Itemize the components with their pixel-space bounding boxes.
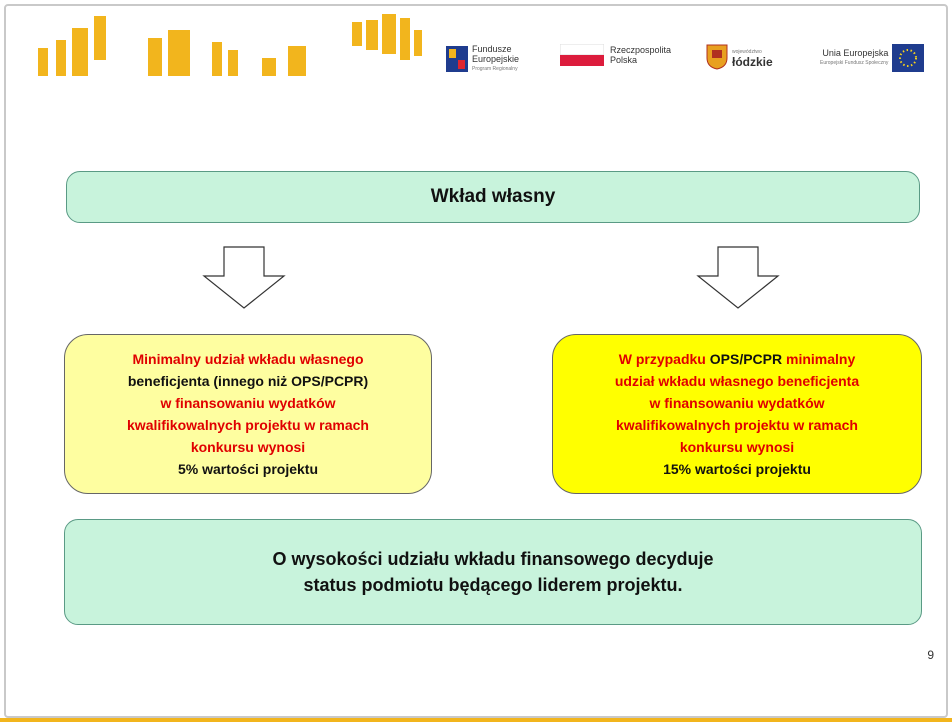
logo-lodzkie: województwo łódzkie [706, 44, 773, 70]
logo-line: Rzeczpospolita [610, 45, 672, 55]
text-line: w finansowaniu wydatków [649, 395, 825, 411]
fe-logo-icon [446, 46, 468, 72]
text-line: w finansowaniu wydatków [160, 395, 336, 411]
logo-sub: Europejski Fundusz Społeczny [820, 60, 889, 66]
text-line: konkursu wynosi [679, 439, 795, 455]
condition-box-ops-pcpr: W przypadku OPS/PCPR minimalny udział wk… [552, 334, 922, 494]
logo-line: Fundusze [472, 44, 512, 54]
down-arrow-icon [696, 246, 780, 309]
text-line: udział wkładu własnego beneficjenta [614, 373, 860, 389]
eu-flag-icon [892, 44, 925, 72]
logo-line: Polska [610, 55, 638, 65]
logo-line: łódzkie [732, 55, 773, 69]
text-line: Minimalny udział wkładu własnego [132, 351, 364, 367]
logo-sub: Program Regionalny [472, 66, 518, 72]
text-line: kwalifikowalnych projektu w ramach [127, 417, 369, 433]
slide-title: Wkład własny [430, 186, 556, 207]
text-segment: W przypadku [618, 351, 710, 367]
text-line: konkursu wynosi [190, 439, 306, 455]
text-line: 15% wartości projektu [663, 461, 811, 477]
slide-frame [4, 4, 948, 718]
text-segment: OPS/PCPR [709, 351, 783, 367]
logo-line: Europejskie [472, 54, 520, 64]
summary-line: O wysokości udziału wkładu finansowego d… [272, 549, 714, 569]
page-number: 9 [927, 648, 934, 662]
logo-fundusze-europejskie: Fundusze Europejskie Program Regionalny [446, 44, 519, 74]
text-segment: minimalny [782, 351, 856, 367]
logo-unia-europejska: Unia Europejska Europejski Fundusz Społe… [820, 44, 925, 72]
polish-flag-icon [560, 44, 604, 66]
text-line: W przypadku OPS/PCPR minimalny [619, 348, 856, 370]
condition-box-other: Minimalny udział wkładu własnego benefic… [64, 334, 432, 494]
footer-bar [0, 718, 952, 722]
logo-line: Unia Europejska [822, 48, 889, 58]
text-line: 5% wartości projektu [177, 461, 319, 477]
coat-of-arms-icon [706, 44, 728, 70]
text-line: beneficjenta (innego niż OPS/PCPR) [127, 373, 369, 389]
down-arrow-icon [202, 246, 286, 309]
logo-sub: województwo [732, 49, 762, 55]
logo-rzeczpospolita: Rzeczpospolita Polska [560, 44, 671, 66]
summary-box: O wysokości udziału wkładu finansowego d… [64, 519, 922, 625]
summary-line: status podmiotu będącego liderem projekt… [303, 575, 683, 595]
text-line: kwalifikowalnych projektu w ramach [616, 417, 858, 433]
title-box: Wkład własny [66, 171, 920, 223]
